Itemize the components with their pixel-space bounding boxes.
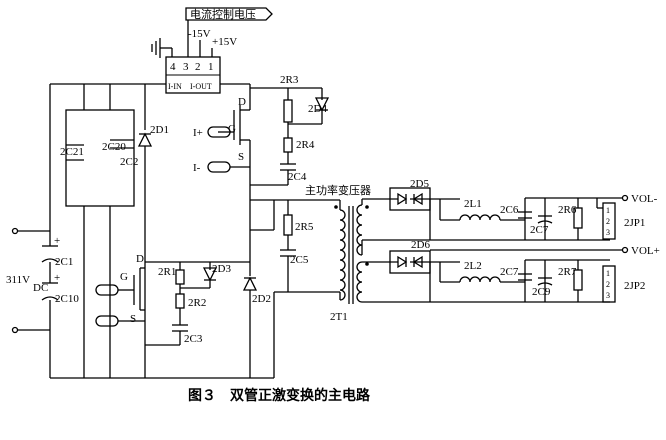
c1-label: 2C1: [55, 256, 73, 268]
pin3-label: 3: [183, 61, 189, 73]
i-in-label: I-IN: [168, 82, 182, 91]
diode-2d4: 2D4: [308, 97, 330, 115]
t1-label: 2T1: [330, 311, 348, 323]
d5-label: 2D5: [410, 178, 429, 190]
s-top-label: S: [238, 151, 244, 163]
capacitor-2c1: + 2C1: [41, 235, 73, 268]
r1-label: 2R1: [158, 266, 176, 278]
diode-2d1: 2D1: [137, 124, 169, 147]
ground-symbol: [151, 38, 173, 58]
jp1-pin1: 1: [606, 206, 610, 215]
control-voltage-box: 电流控制电压: [185, 7, 273, 57]
jp1-pin3: 3: [606, 228, 610, 237]
pin1-label: 1: [208, 61, 214, 73]
mosfet-bottom: D G S: [118, 253, 145, 325]
diode-2d2: 2D2: [242, 276, 271, 305]
dual-diode-2d5: 2D5: [389, 178, 431, 211]
pin4-label: 4: [170, 61, 176, 73]
connector-2jp2: 1 2 3 2JP2: [602, 265, 645, 303]
resistor-2r7: 2R7: [558, 266, 583, 291]
diode-2d3: 2D3: [202, 263, 231, 282]
connector-i-plus: I+: [193, 126, 231, 139]
d2-label: 2D2: [252, 293, 271, 305]
inductor-2l1: 2L1: [459, 198, 501, 221]
capacitor-2c10: + 2C10: [41, 272, 79, 305]
c10-label: 2C10: [55, 293, 79, 305]
dc-label: DC: [33, 282, 48, 294]
jp2-pin1: 1: [606, 269, 610, 278]
c5-label: 2C5: [290, 254, 309, 266]
c20-label: 2C20: [102, 141, 126, 153]
jp2-pin3: 3: [606, 291, 610, 300]
capacitor-2c5: 2C5: [280, 249, 309, 266]
resistor-2r6: 2R6: [558, 204, 583, 229]
c9-label: 2C9: [532, 286, 551, 298]
d4-label: 2D4: [308, 103, 327, 115]
i-minus-label: I-: [193, 162, 201, 174]
r6-label: 2R6: [558, 204, 577, 216]
resistor-2r2: 2R2: [175, 293, 206, 309]
resistor-2r4: 2R4: [283, 137, 315, 153]
i-out-label: I-OUT: [190, 82, 212, 91]
r2-label: 2R2: [188, 297, 206, 309]
r7-label: 2R7: [558, 266, 577, 278]
mosfet-top: D G S: [218, 84, 251, 185]
vpos15-label: +15V: [212, 36, 237, 48]
vneg15-label: -15V: [188, 28, 211, 40]
i-plus-label: I+: [193, 127, 203, 139]
g-bot-label: G: [120, 271, 128, 283]
vol-minus-label: VOL-: [631, 193, 658, 205]
current-sense-module: 4 3 2 1 I-IN I-OUT: [165, 56, 221, 94]
figure-caption: 图３ 双管正激变换的主电路: [188, 387, 371, 404]
capacitor-2c20: 2C20 2C2: [102, 139, 138, 168]
l1-label: 2L1: [464, 198, 482, 210]
svg-text:+: +: [54, 272, 60, 284]
transformer-cn-label: 主功率变压器: [305, 183, 371, 197]
capacitor-2c4: 2C4: [280, 163, 307, 183]
c2-label: 2C2: [120, 156, 138, 168]
connector-gate-bottom: [95, 284, 119, 296]
d3-label: 2D3: [212, 263, 231, 275]
d1-label: 2D1: [150, 124, 169, 136]
control-voltage-label: 电流控制电压: [190, 7, 256, 21]
capacitor-2c9: 2C9: [532, 277, 553, 298]
c3-label: 2C3: [184, 333, 203, 345]
capacitor-2c7-top: 2C7: [530, 215, 553, 236]
inductor-2l2: 2L2: [459, 260, 501, 283]
g-top-label: G: [228, 123, 236, 135]
v311-label: 311V: [6, 274, 30, 286]
d-bot-label: D: [136, 253, 144, 265]
d-top-label: D: [238, 96, 246, 108]
c4-label: 2C4: [288, 171, 307, 183]
transformer-2t1: 2T1: [330, 200, 369, 323]
connector-source-bottom: [95, 315, 145, 327]
svg-text:+: +: [54, 235, 60, 247]
s-bot-label: S: [130, 313, 136, 325]
connector-2jp1: 1 2 3 2JP1: [602, 202, 645, 240]
c7b-label: 2C7: [500, 266, 519, 278]
resistor-2r5: 2R5: [283, 214, 314, 236]
d6-label: 2D6: [411, 239, 430, 251]
capacitor-2c6: 2C6: [500, 204, 532, 219]
pin2-label: 2: [195, 61, 201, 73]
r4-label: 2R4: [296, 139, 315, 151]
capacitor-2c3: 2C3: [172, 324, 203, 345]
r3-label: 2R3: [280, 74, 299, 86]
c21-label: 2C21: [60, 146, 84, 158]
jp1-label: 2JP1: [624, 217, 645, 229]
capacitor-2c21: 2C21: [60, 144, 84, 161]
c6-label: 2C6: [500, 204, 519, 216]
jp1-pin2: 2: [606, 217, 610, 226]
jp2-label: 2JP2: [624, 280, 645, 292]
vol-plus-label: VOL+: [631, 245, 660, 257]
jp2-pin2: 2: [606, 280, 610, 289]
capacitor-2c7-bottom: 2C7: [500, 266, 532, 281]
c7a-label: 2C7: [530, 224, 549, 236]
l2-label: 2L2: [464, 260, 482, 272]
resistor-2r3: [283, 99, 293, 123]
r5-label: 2R5: [295, 221, 314, 233]
connector-i-minus: I-: [193, 161, 250, 174]
